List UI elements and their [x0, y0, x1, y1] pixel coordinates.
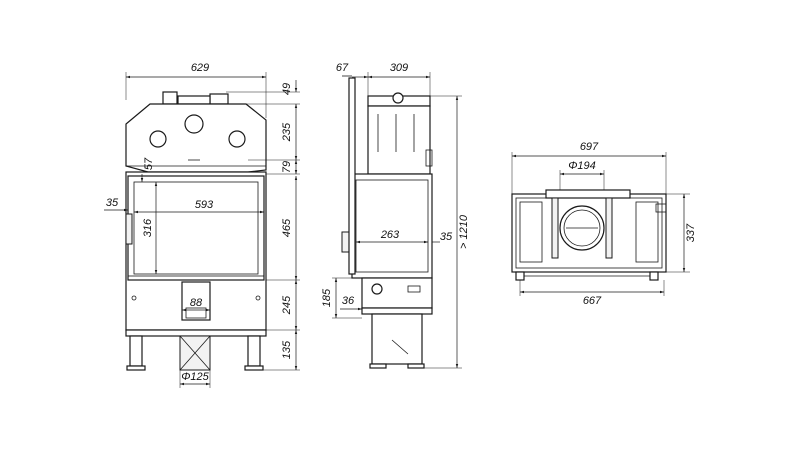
label-front-opening-height: 316: [142, 218, 154, 237]
label-front-ash-width: 88: [190, 297, 203, 309]
front-top-collar-left: [162, 91, 178, 105]
label-front-side-margin: 35: [106, 197, 119, 209]
front-glass: [133, 181, 259, 275]
front-leg-left: [129, 335, 143, 367]
side-upper-tab: [425, 149, 433, 167]
front-base: [125, 329, 267, 337]
front-foot-right: [244, 365, 264, 371]
side-base: [361, 307, 433, 315]
top-outlet-inner: [563, 209, 601, 247]
top-panel-right: [635, 201, 659, 263]
label-front-top-height: 235: [281, 122, 293, 142]
label-front-width: 629: [191, 62, 209, 74]
label-front-upper-gap: 79: [281, 161, 293, 173]
side-view: 309 67 > 1210 263 35 185 36: [321, 62, 470, 369]
front-bolt-left: [131, 295, 137, 301]
label-side-offset: 67: [336, 62, 349, 74]
label-side-overall-height: > 1210: [458, 214, 470, 249]
top-side-tab: [655, 203, 667, 213]
front-hole-left: [149, 130, 167, 148]
label-top-outlet-diameter: Φ194: [568, 160, 596, 172]
label-front-leg-height: 135: [281, 340, 293, 359]
top-foot-right: [649, 271, 659, 281]
label-side-inlet-width: 36: [342, 295, 355, 307]
front-handle: [125, 213, 133, 245]
label-side-inlet-height: 185: [321, 288, 333, 307]
side-rear-flange: [348, 77, 356, 275]
top-rail-left: [551, 197, 559, 259]
side-top-pipe: [392, 92, 404, 104]
label-top-base-width: 667: [583, 295, 602, 307]
side-upper-body: [367, 105, 431, 175]
side-air-inlet: [371, 283, 383, 295]
front-leg-right: [247, 335, 261, 367]
front-hole-right: [228, 130, 246, 148]
top-rail-right: [605, 197, 613, 259]
side-main-body: [351, 173, 433, 279]
side-pedestal-mark: [391, 339, 409, 355]
front-ash-door: [181, 281, 211, 321]
label-side-depth: 309: [390, 62, 408, 74]
label-front-lower-height: 245: [281, 295, 293, 315]
label-top-overall-width: 697: [580, 141, 599, 153]
label-top-depth: 337: [685, 223, 697, 242]
top-foot-left: [515, 271, 525, 281]
front-ash-slot: [185, 307, 207, 319]
side-lower-body: [361, 277, 433, 309]
top-panel-left: [519, 201, 543, 263]
side-foot-right: [407, 363, 425, 369]
side-lower-slot: [407, 285, 421, 293]
top-view: 697 Φ194 337 667: [511, 141, 697, 307]
label-front-top-offset: 49: [281, 83, 293, 95]
front-foot-left: [126, 365, 146, 371]
front-bolt-right: [255, 295, 261, 301]
front-view: 629 49 235 79 465 245 135 57 35 593 316 …: [104, 62, 300, 388]
front-glass-bottom: [127, 275, 265, 281]
front-glass-frame: [127, 175, 265, 281]
front-top-plate: [177, 95, 211, 105]
side-glass: [355, 179, 429, 273]
label-side-margin: 35: [440, 231, 453, 243]
top-collar: [545, 189, 631, 199]
side-foot-left: [369, 363, 387, 369]
label-front-glass-height: 465: [281, 218, 293, 237]
label-front-outlet-diameter: Φ125: [181, 371, 209, 383]
front-top-collar-right: [209, 93, 229, 105]
label-front-frame-offset: 57: [143, 157, 155, 170]
side-pedestal: [371, 313, 423, 365]
front-hole-center: [184, 114, 204, 134]
label-front-opening-width: 593: [195, 199, 214, 211]
label-side-opening-depth: 263: [380, 229, 400, 241]
front-outlet-cross-b: [179, 335, 211, 371]
